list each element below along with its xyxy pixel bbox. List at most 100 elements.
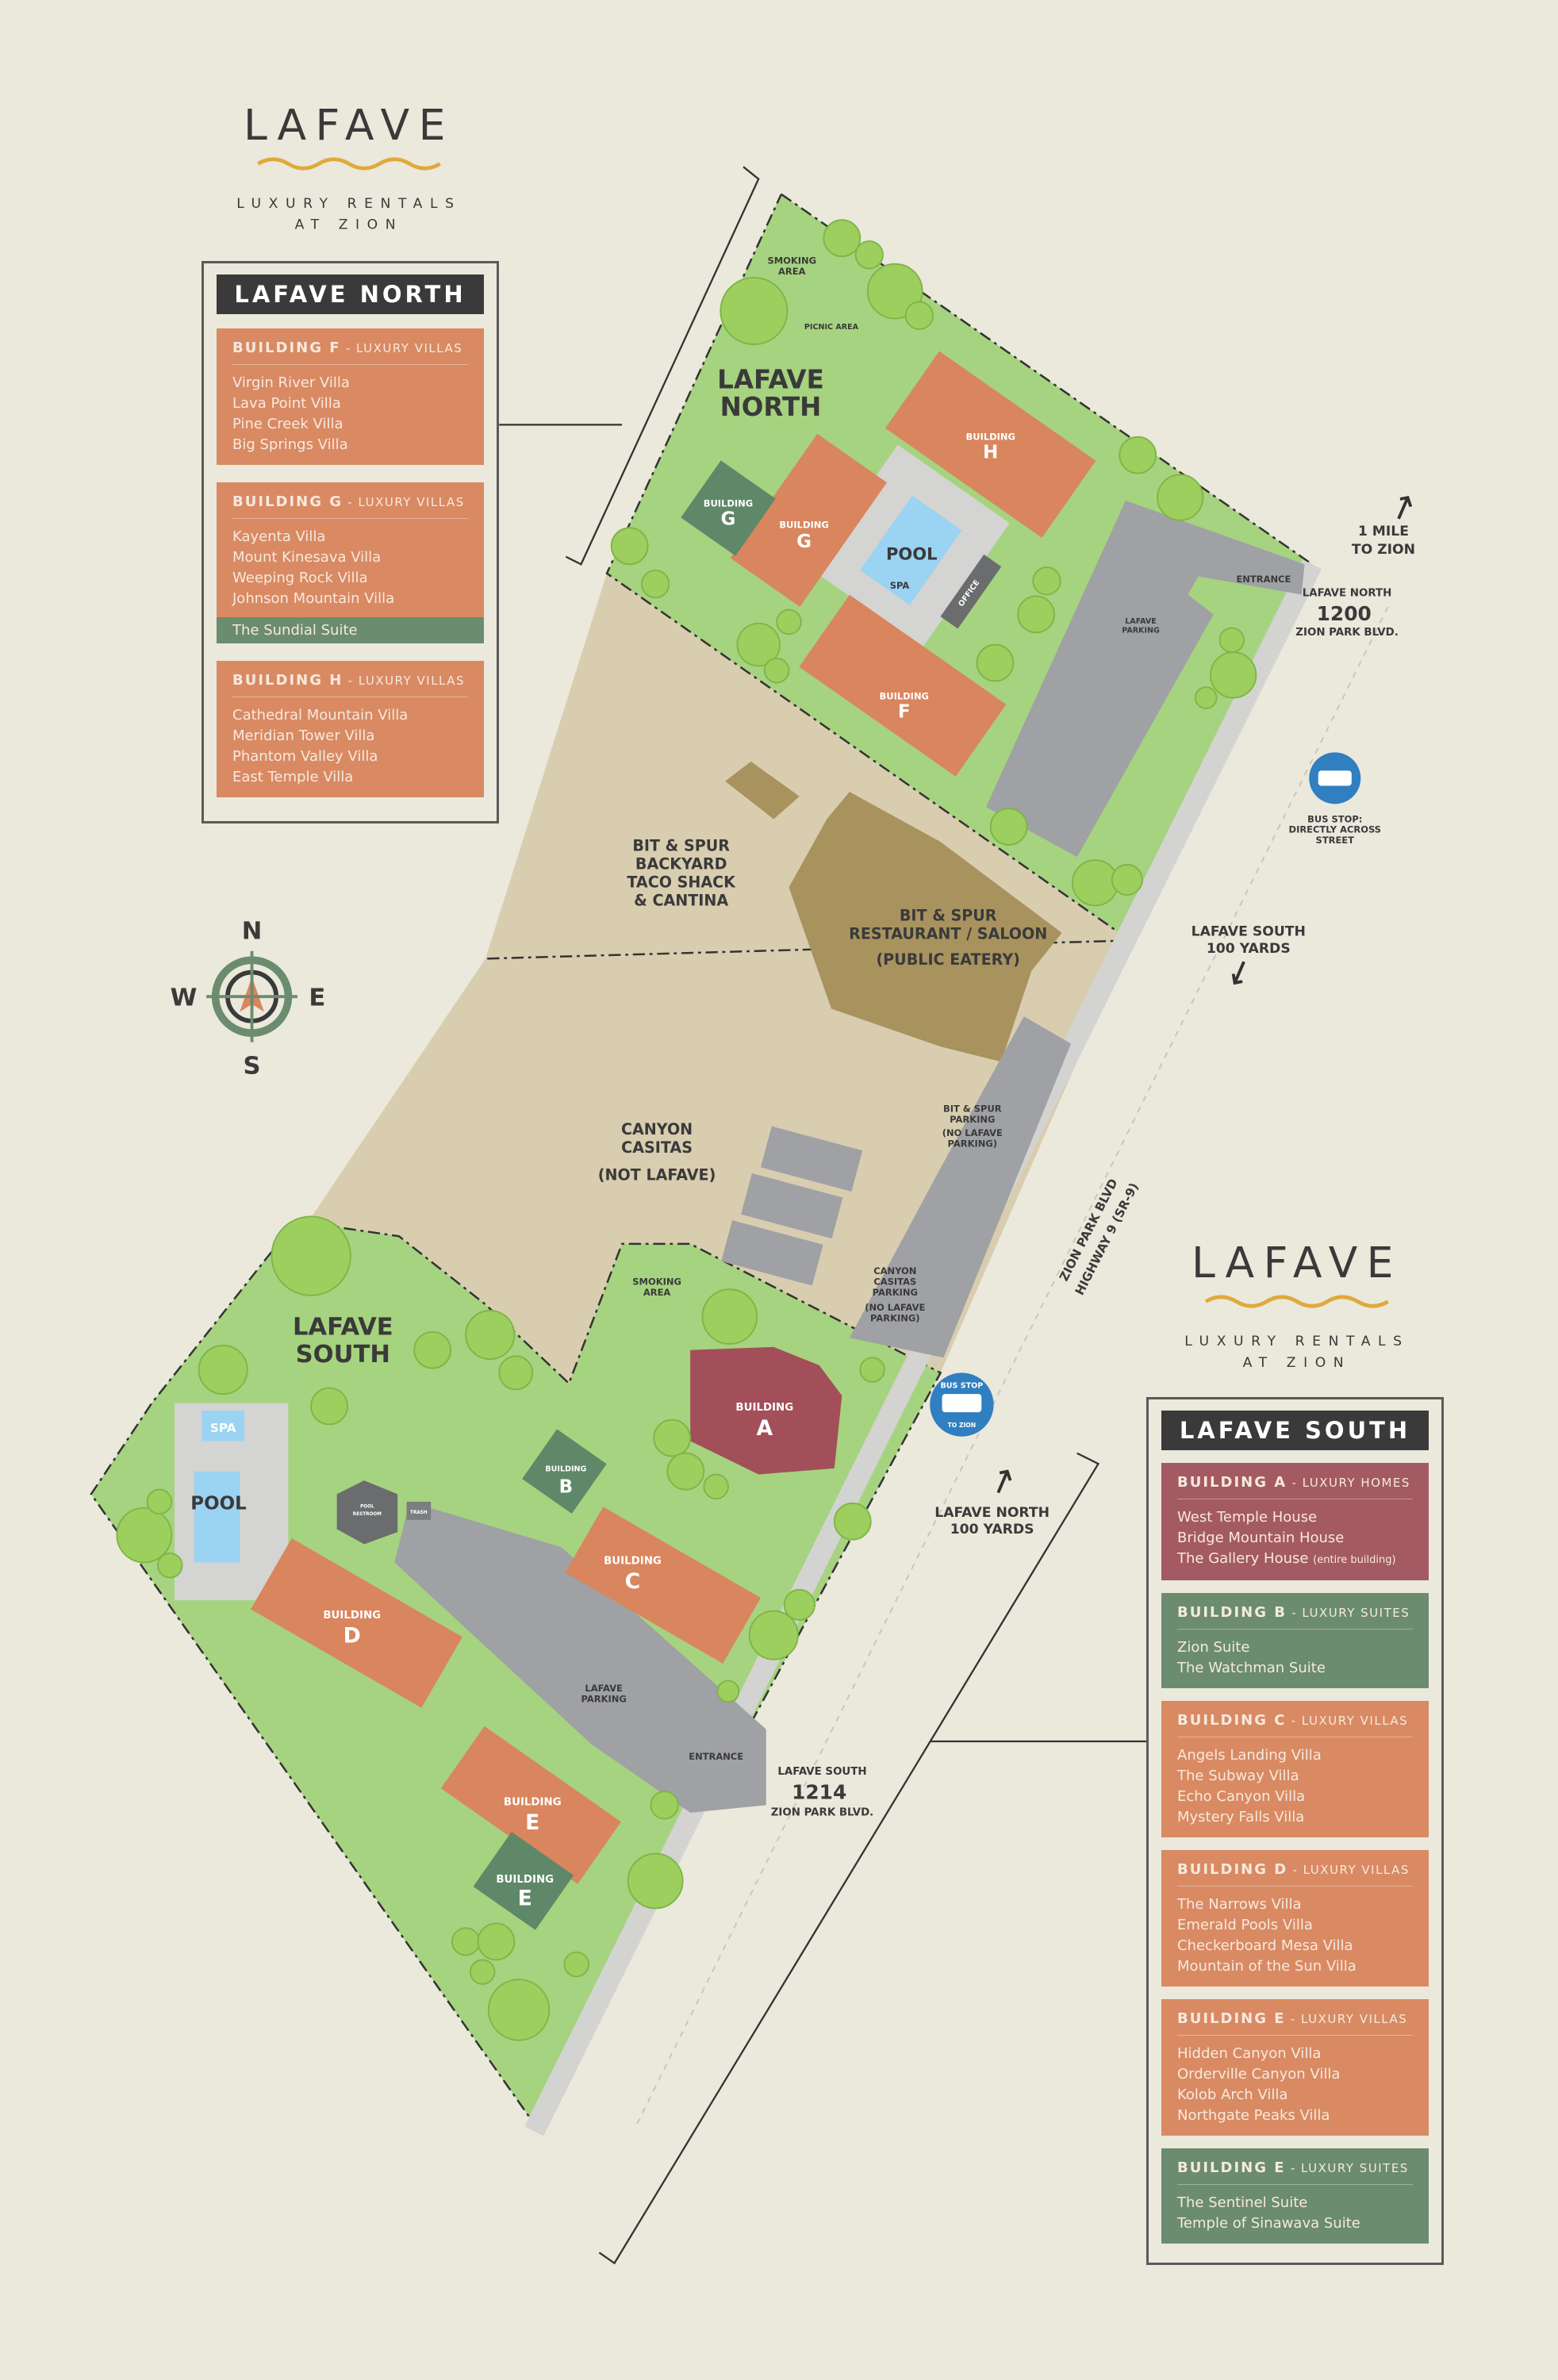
unit-name: West Temple House (1177, 1509, 1318, 1526)
compass-e: E (309, 985, 325, 1012)
map-label: CASITAS (873, 1276, 916, 1288)
map-label: G (721, 509, 736, 530)
building-a (690, 1346, 842, 1475)
unit-name: Cathedral Mountain Villa (232, 707, 409, 724)
map-label: SOUTH (296, 1341, 390, 1368)
building-f (799, 594, 1007, 777)
south-spa (201, 1411, 245, 1441)
unit-name: Weeping Rock Villa (232, 570, 368, 586)
map-label: BUILDING (496, 1874, 554, 1886)
map-label: E (525, 1810, 539, 1835)
map-label: LAFAVE NORTH (1303, 587, 1392, 599)
building-e (440, 1726, 621, 1884)
north-bracket (565, 166, 760, 566)
tree-icon (1157, 474, 1204, 521)
unit-name: Orderville Canyon Villa (1177, 2066, 1341, 2082)
map-label: B (559, 1476, 573, 1497)
map-label: E (518, 1887, 532, 1911)
unit-name: Big Springs Villa (232, 436, 348, 453)
office (940, 554, 1002, 629)
tree-icon (610, 527, 649, 566)
arrow-up-right-icon (1397, 495, 1413, 520)
tree-icon (641, 569, 670, 599)
map-label: BUILDING (735, 1402, 793, 1414)
map-label: RESTROOM (353, 1512, 382, 1517)
map-label: BIT & SPUR (900, 907, 997, 925)
unit-name: The Watchman Suite (1177, 1660, 1326, 1676)
map-label: PARKING (873, 1287, 918, 1298)
tree-icon (666, 1452, 705, 1491)
map-label: BUS STOP: (1307, 813, 1362, 824)
tree-icon (627, 1852, 684, 1910)
tree-icon (477, 1922, 516, 1961)
tree-icon (498, 1355, 534, 1391)
map-label: LAFAVE (717, 364, 824, 394)
map-label: BUILDING (504, 1796, 562, 1808)
unit-name: Northgate Peaks Villa (1177, 2107, 1330, 2124)
map-label: PARKING (1122, 626, 1160, 635)
logo-north: LAFAVE LUXURY RENTALS AT ZION (236, 100, 454, 233)
tree-icon (310, 1387, 348, 1426)
map-label: LAFAVE SOUTH (1192, 924, 1306, 940)
map-label: PICNIC AREA (804, 323, 859, 332)
bit-and-spur-restaurant (789, 792, 1062, 1062)
building-d (251, 1538, 462, 1708)
map-label: (NO LAFAVE (942, 1127, 1003, 1138)
building-e-suite (473, 1832, 574, 1930)
tree-icon (1218, 627, 1245, 654)
tree-icon (776, 608, 802, 635)
tree-icon (451, 1927, 481, 1956)
logo-word: LAFAVE (1192, 1238, 1403, 1288)
tree-icon (563, 1951, 589, 1978)
map-label: TO ZION (1352, 542, 1415, 558)
unit-name: Meridian Tower Villa (232, 727, 375, 744)
unit-note: (entire building) (1313, 1554, 1396, 1566)
unit-name: Mountain of the Sun Villa (1177, 1958, 1357, 1975)
unit-name: Mystery Falls Villa (1177, 1809, 1305, 1825)
road-centerline (636, 606, 1389, 2125)
bus-stop-north-icon (1309, 752, 1361, 804)
canyon-casita (721, 1220, 823, 1286)
tree-icon (783, 1588, 815, 1622)
tree-icon (1210, 651, 1257, 699)
section-title: BUILDING F - LUXURY VILLAS (232, 340, 468, 365)
tree-icon (703, 1473, 729, 1500)
map-label: 100 YARDS (950, 1522, 1034, 1537)
map-label: (PUBLIC EATERY) (876, 950, 1019, 969)
map-label: LAFAVE (293, 1314, 393, 1342)
arrow-up-right-icon (996, 1469, 1012, 1494)
map-label: BUILDING (779, 519, 828, 530)
map-label: BUILDING (880, 690, 929, 701)
tree-icon (866, 263, 923, 320)
unit-name: Pine Creek Villa (232, 416, 343, 432)
building-name: BUILDING E (1177, 2010, 1286, 2027)
tree-icon (1032, 566, 1061, 596)
map-label: CANYON (873, 1265, 916, 1276)
map-label: PARKING (950, 1114, 995, 1125)
map-label: 1214 (792, 1781, 846, 1804)
building-type: LUXURY VILLAS (356, 341, 463, 355)
arrow-down-left-icon (1231, 961, 1245, 985)
map-label: PARKING) (948, 1138, 997, 1150)
tree-icon (157, 1552, 183, 1579)
section-title: BUILDING A - LUXURY HOMES (1177, 1474, 1413, 1499)
map-label: (NO LAFAVE (865, 1302, 925, 1313)
map-label: BUILDING (604, 1555, 662, 1567)
building-g (730, 433, 887, 607)
tree-icon (823, 219, 862, 258)
bus-icon-label: TO ZION (948, 1422, 977, 1429)
section-title: BUILDING H - LUXURY VILLAS (232, 672, 468, 697)
section-title: BUILDING G - LUXURY VILLAS (232, 493, 468, 519)
tree-icon (465, 1310, 516, 1361)
building-type: LUXURY VILLAS (1303, 1863, 1410, 1877)
unit-name: Angels Landing Villa (1177, 1747, 1322, 1764)
map-label: TACO SHACK (627, 873, 736, 892)
tree-icon (271, 1215, 351, 1296)
unit-name: Lava Point Villa (232, 395, 341, 412)
south-bracket (598, 1452, 1100, 2265)
